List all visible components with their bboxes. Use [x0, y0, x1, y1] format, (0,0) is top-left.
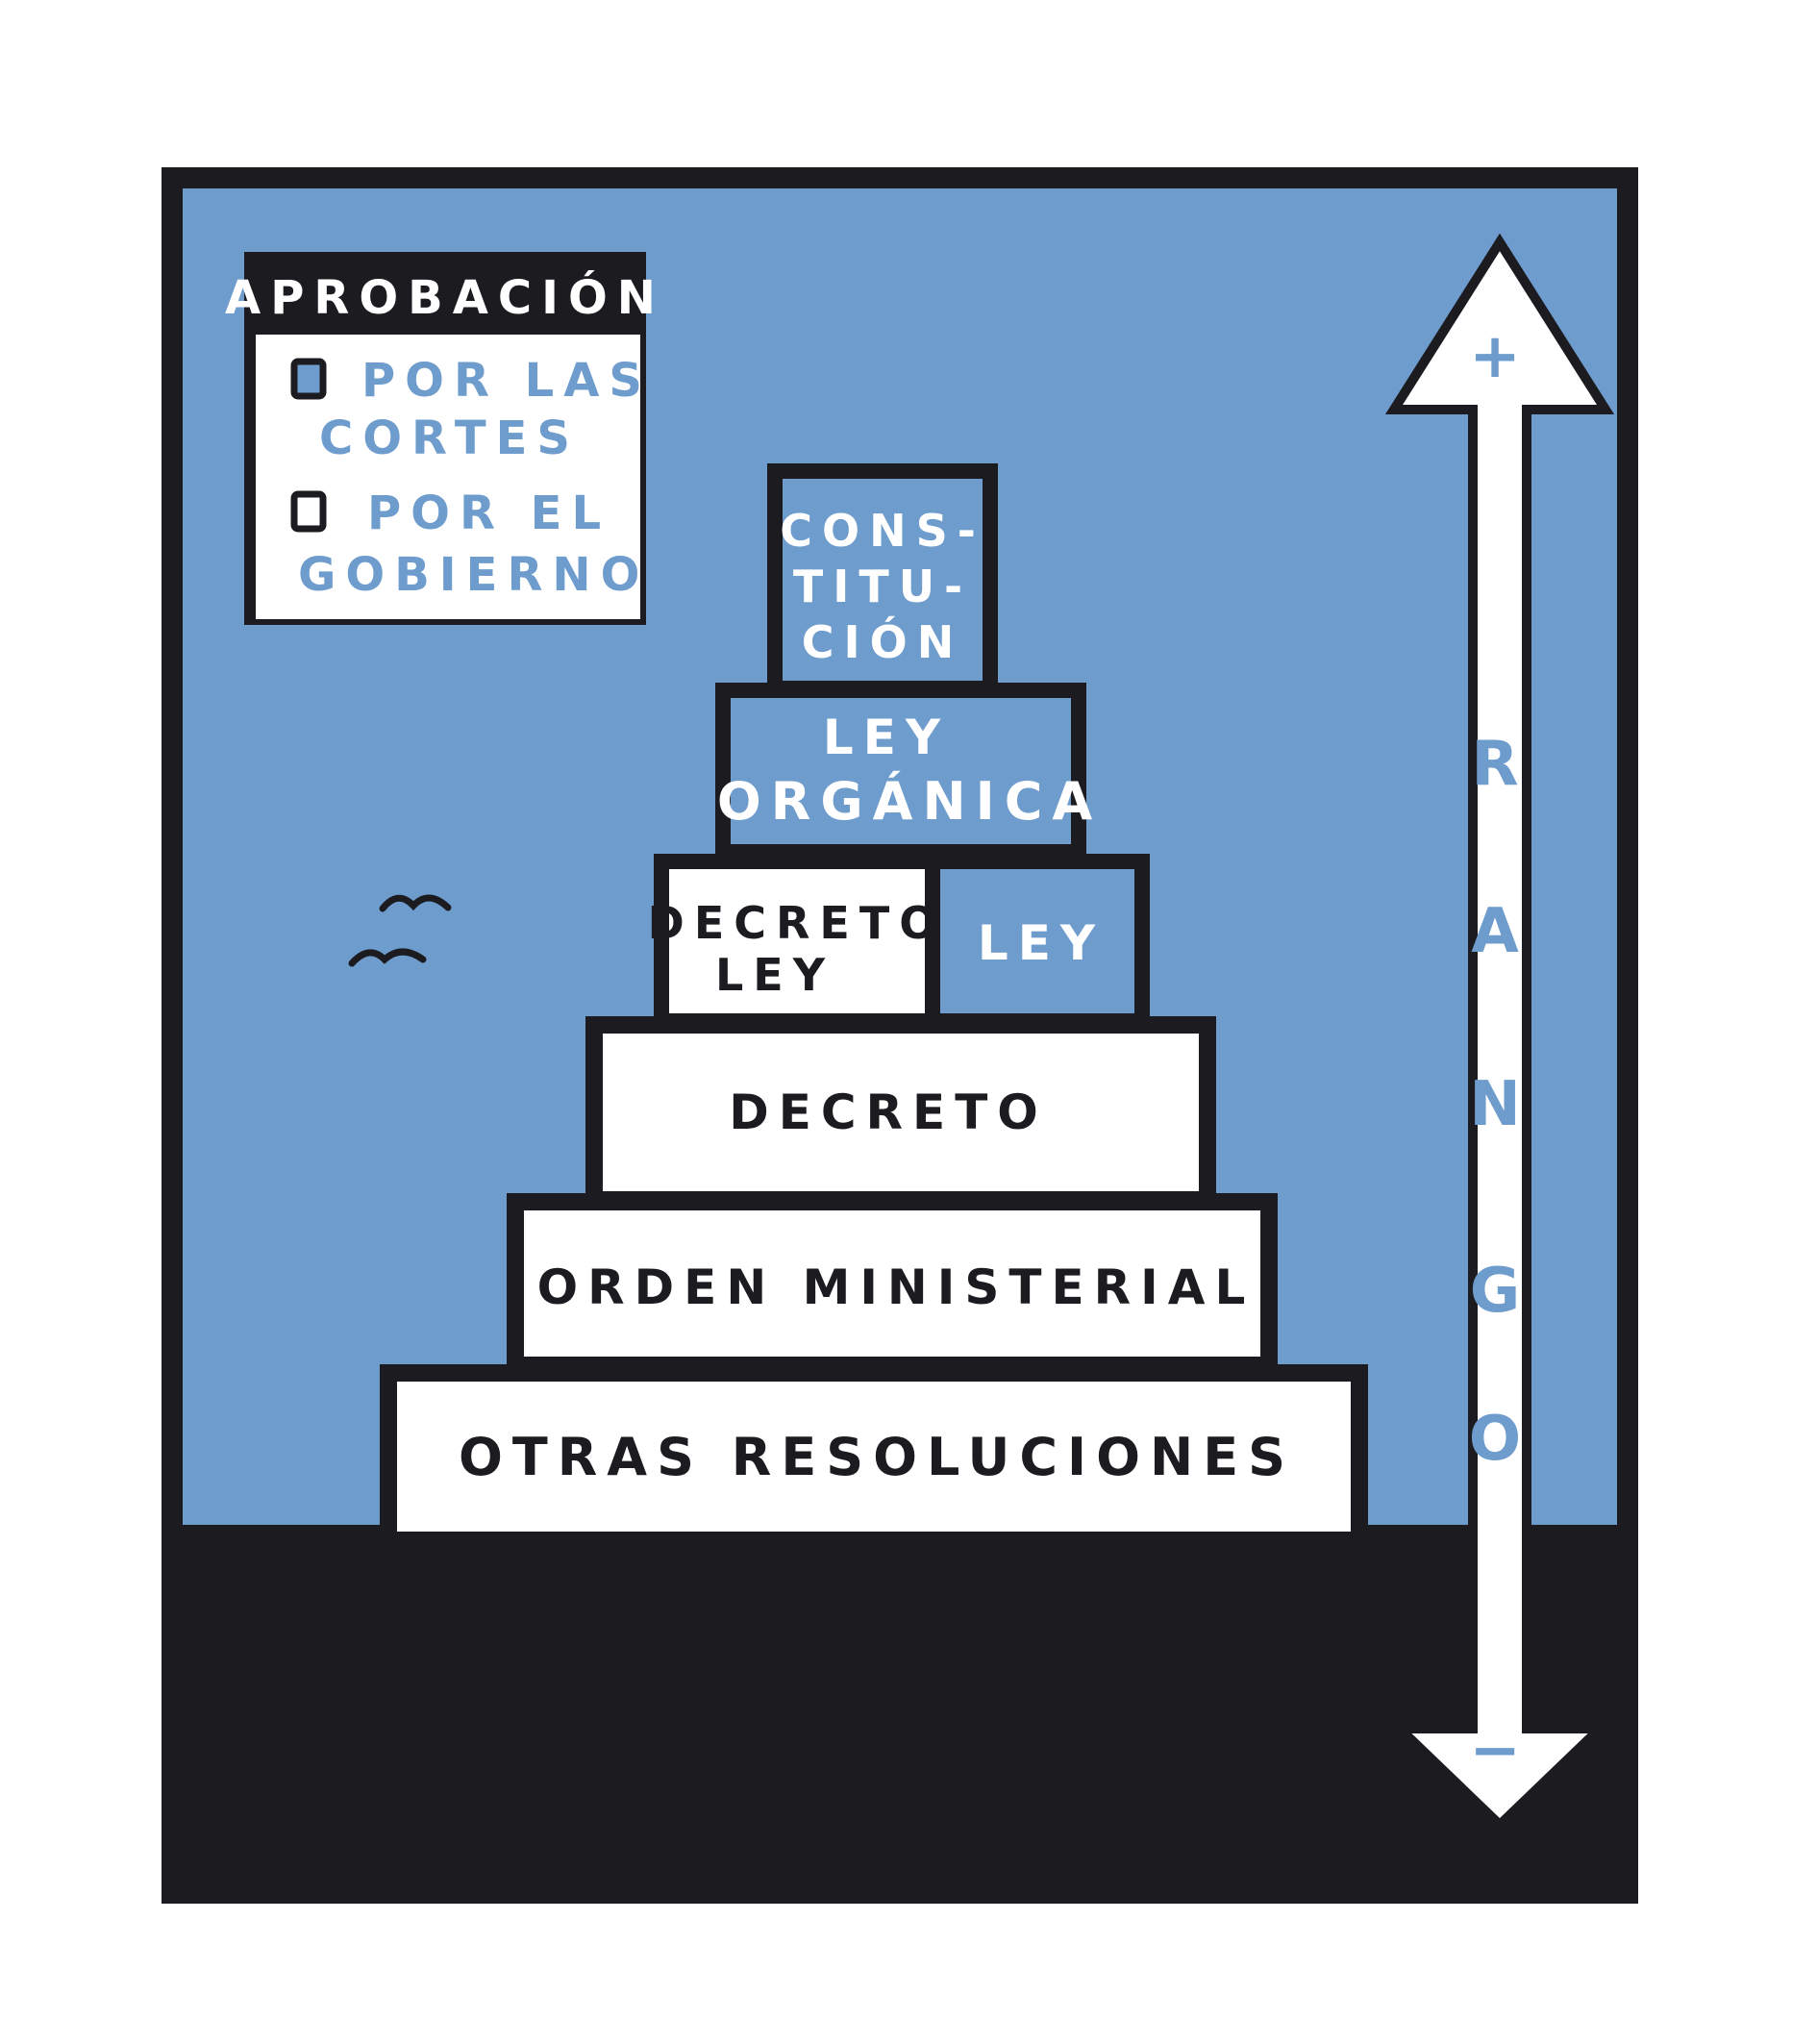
rank-letter-o: O: [1469, 1404, 1531, 1475]
bird-icon: [379, 894, 452, 912]
legend-title: APROBACIÓN: [225, 270, 665, 325]
rank-plus-symbol: +: [1469, 321, 1531, 392]
birds: [348, 894, 452, 967]
block-decreto-ley-line1: DECRETO: [648, 897, 947, 949]
bird-icon: [348, 948, 427, 967]
block-otras-resoluciones-label: OTRAS RESOLUCIONES: [459, 1427, 1295, 1487]
block-constitucion-line3: CIÓN: [802, 616, 963, 668]
block-ley-label: LEY: [978, 915, 1105, 971]
block-orden-ministerial-label: ORDEN MINISTERIAL: [537, 1259, 1256, 1315]
legend-swatch-cortes: [290, 358, 327, 400]
legend-header: [250, 258, 640, 329]
rank-letter-n: N: [1469, 1069, 1531, 1140]
ground: [183, 1525, 1617, 1882]
rank-arrow-shape: [1384, 233, 1615, 1832]
pyramid: CONS- TITU- CIÓN LEY ORGÁNICA DECRETO LE…: [380, 463, 1368, 1549]
rank-minus-symbol: −: [1469, 1715, 1531, 1786]
block-ley-organica-line2: ORGÁNICA: [717, 771, 1102, 832]
legend-swatch-gobierno: [290, 490, 327, 533]
rank-letter-a: A: [1471, 896, 1529, 967]
rank-arrow: + R A N G O −: [1384, 233, 1615, 1832]
legend-item-cortes-line2: CORTES: [319, 411, 580, 465]
block-constitucion-line2: TITU-: [793, 561, 972, 612]
legend-item-gobierno-line2: GOBIERNO: [298, 548, 649, 602]
legend: APROBACIÓN POR LAS CORTES POR EL GOBIERN…: [225, 252, 665, 625]
rank-letter-g: G: [1470, 1256, 1531, 1327]
block-ley-organica: [715, 683, 1086, 860]
block-decreto-label: DECRETO: [729, 1084, 1048, 1140]
legend-item-gobierno-line1: POR EL: [367, 486, 610, 540]
block-ley-organica-line1: LEY: [823, 710, 950, 765]
block-otras-resoluciones: [380, 1364, 1368, 1549]
block-decreto: [585, 1016, 1216, 1209]
block-ley: [925, 854, 1150, 1029]
rank-letter-r: R: [1471, 729, 1528, 800]
block-orden-ministerial: [507, 1193, 1278, 1374]
block-constitucion-line1: CONS-: [780, 505, 985, 557]
block-decreto-ley-line2: LEY: [715, 949, 834, 1001]
legend-item-cortes-line1: POR LAS: [361, 354, 652, 408]
